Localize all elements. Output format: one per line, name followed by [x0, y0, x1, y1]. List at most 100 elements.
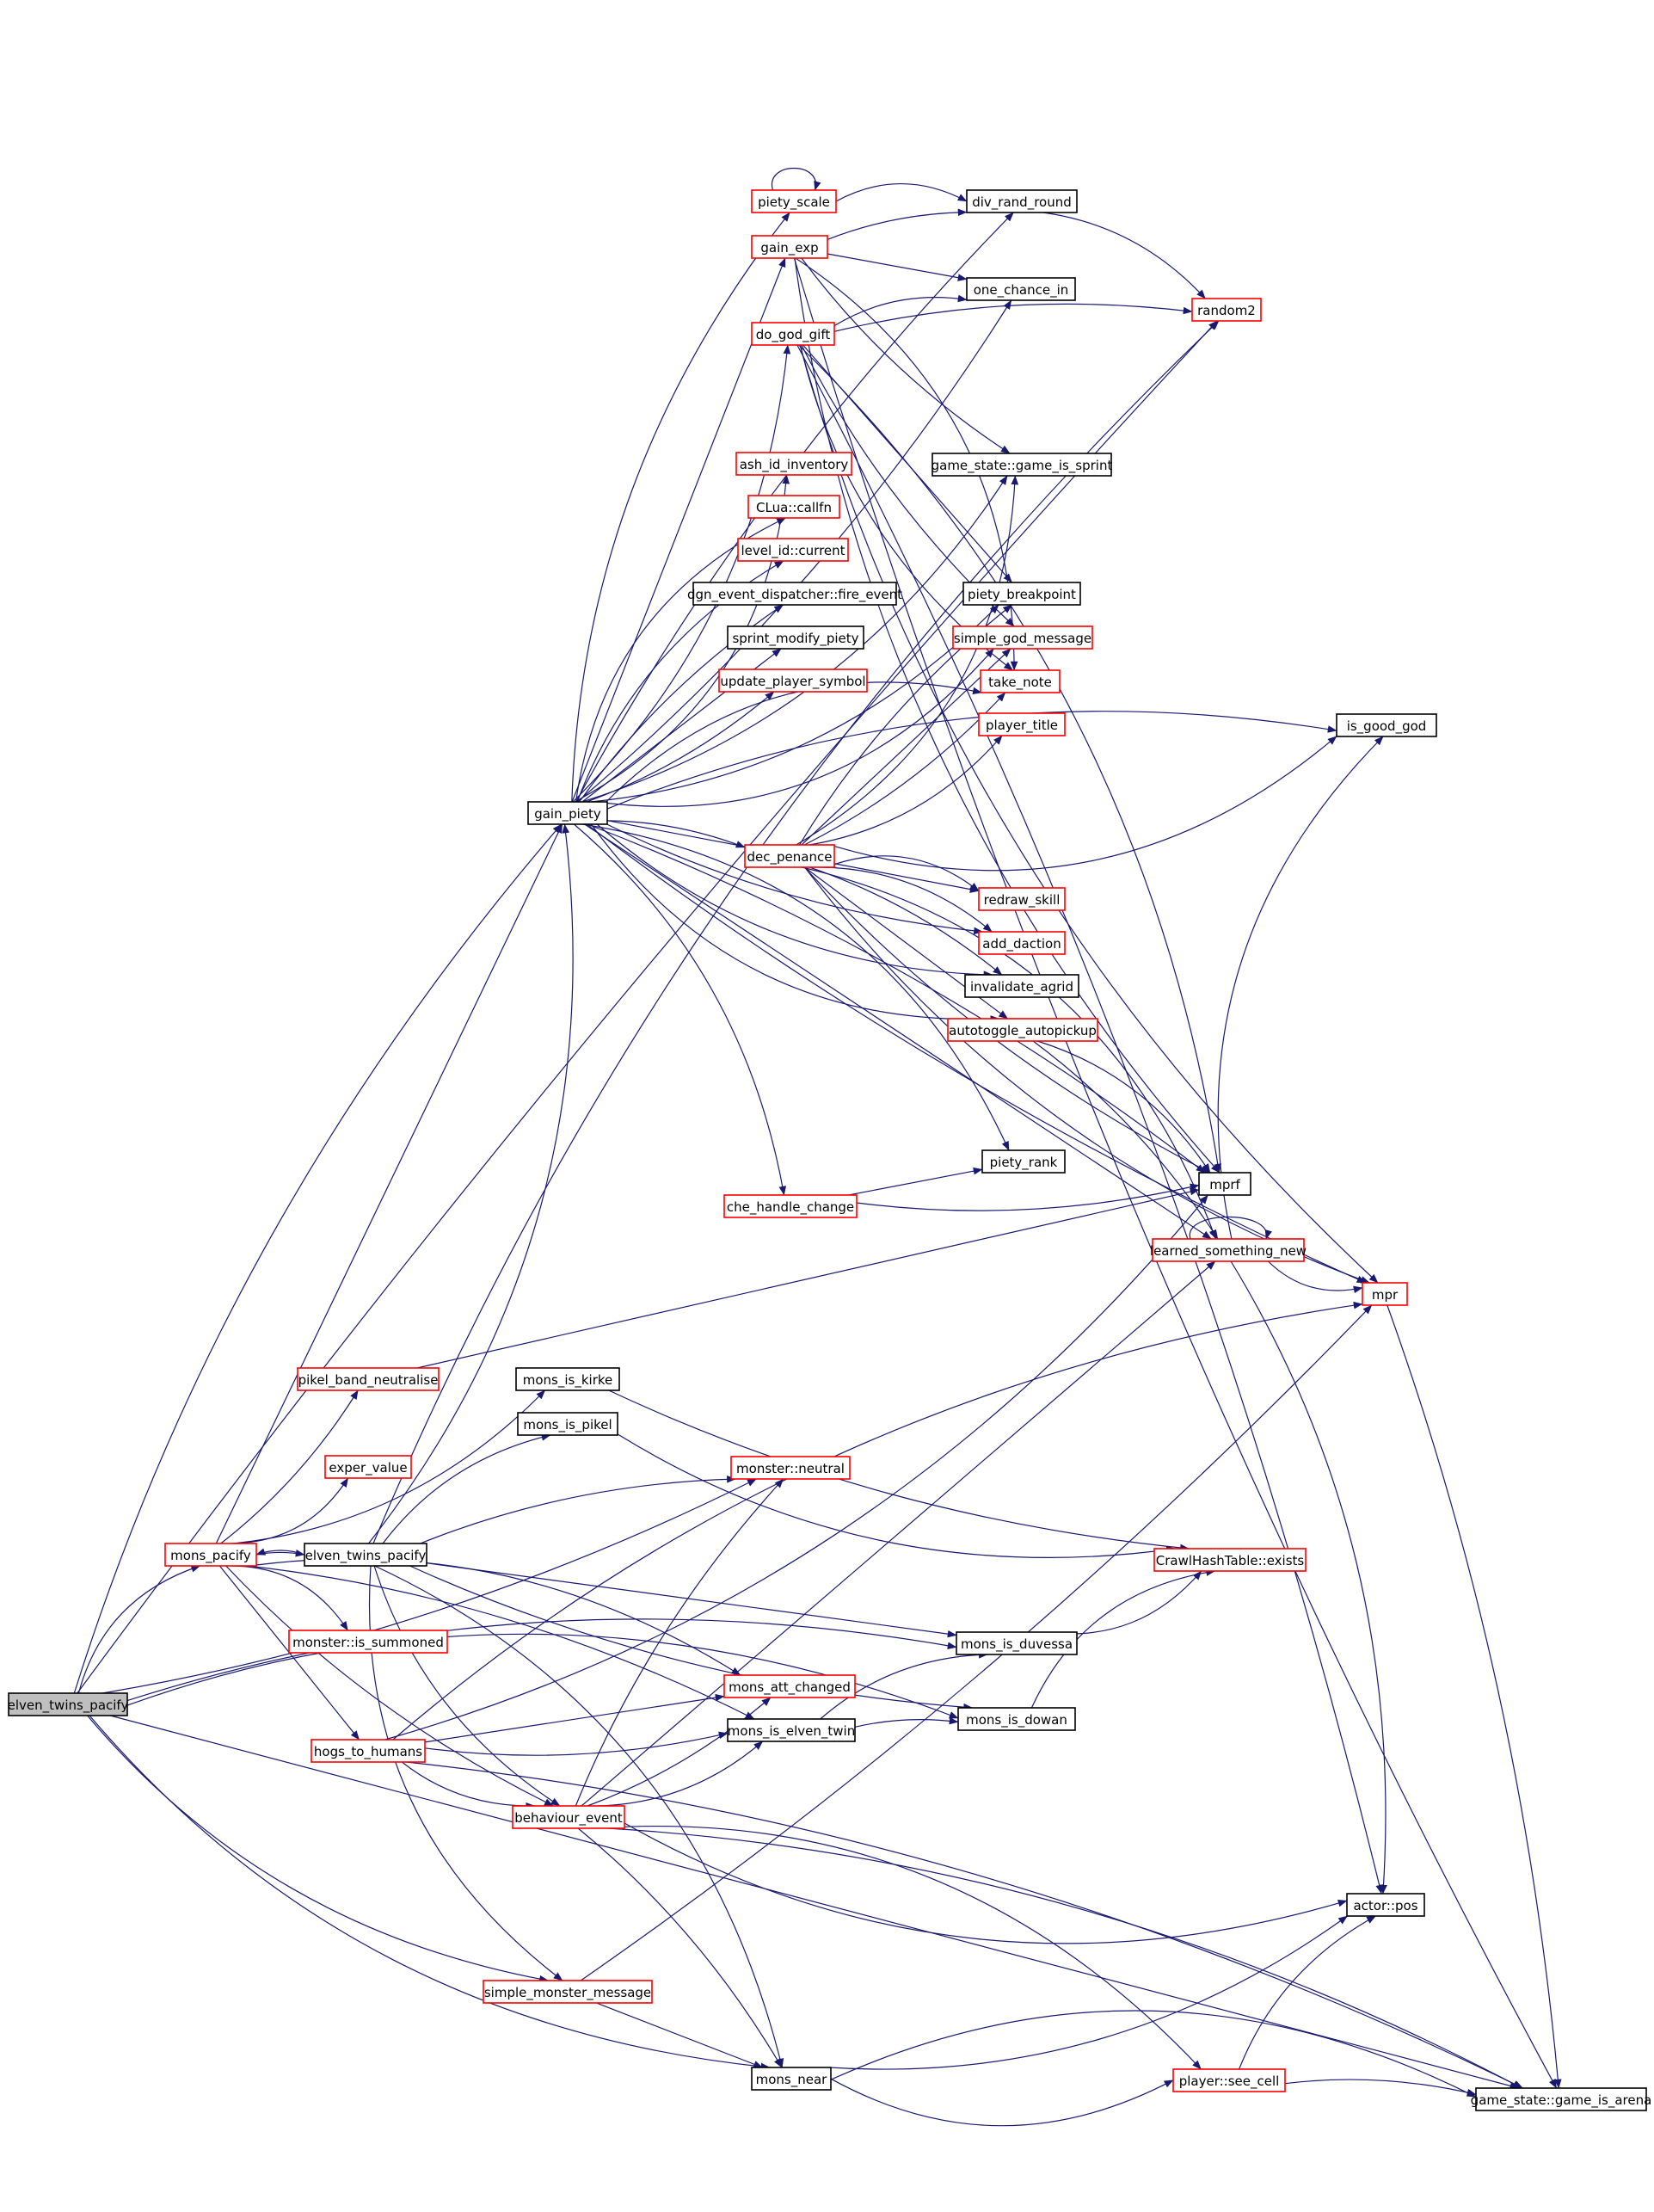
node-box	[964, 974, 1079, 998]
edge-dec_penance-to-take_note	[803, 692, 1006, 846]
node-label: mons_near	[756, 2072, 828, 2088]
node-learned-something-new[interactable]: learned_something_new	[1150, 1238, 1307, 1262]
node-box	[1153, 1548, 1307, 1572]
node-dgn-fire-event[interactable]: dgn_event_dispatcher::fire_event	[687, 582, 902, 606]
node-sprint-modify-piety[interactable]: sprint_modify_piety	[727, 625, 864, 650]
node-elven-twins-pacify[interactable]: elven_twins_pacify	[304, 1543, 427, 1567]
node-mons-is-dowan[interactable]: mons_is_dowan	[957, 1707, 1076, 1731]
node-box	[527, 801, 608, 825]
edge-gain_piety-to-one_chance_in	[576, 299, 1012, 803]
edge-gain_piety-to-simple_god_message	[596, 648, 994, 807]
node-label: piety_rank	[990, 1155, 1058, 1171]
node-ash-id-inventory[interactable]: ash_id_inventory	[735, 452, 852, 476]
node-take-note[interactable]: take_note	[980, 669, 1061, 693]
edge-autotoggle_autopickup-to-learned_something_new	[1032, 1040, 1219, 1240]
node-label: one_chance_in	[974, 282, 1069, 299]
node-is-good-god[interactable]: is_good_god	[1336, 713, 1437, 737]
edge-pikel_band_neutralise-to-mprf	[416, 1187, 1200, 1369]
node-piety-breakpoint[interactable]: piety_breakpoint	[962, 582, 1081, 606]
node-mons-is-duvessa[interactable]: mons_is_duvessa	[956, 1631, 1078, 1655]
node-gain-piety[interactable]: gain_piety	[527, 801, 608, 825]
node-elven-twins-pacify-root[interactable]: elven_twins_pacify	[8, 1692, 129, 1716]
edge-dec_penance-to-player_title	[809, 735, 1003, 846]
node-actor-pos[interactable]: actor::pos	[1346, 1893, 1425, 1917]
node-box	[8, 1692, 128, 1716]
node-gain-exp[interactable]: gain_exp	[751, 235, 828, 259]
node-box	[751, 235, 828, 259]
node-label: mons_is_kirke	[523, 1372, 613, 1389]
node-div-rand-round[interactable]: div_rand_round	[966, 189, 1078, 213]
node-player-see-cell[interactable]: player::see_cell	[1172, 2068, 1286, 2092]
node-mons-att-changed[interactable]: mons_att_changed	[723, 1674, 856, 1698]
node-pikel-band-neutralise[interactable]: pikel_band_neutralise	[297, 1367, 440, 1391]
edge-gain_piety-to-add_daction	[606, 823, 984, 935]
node-mons-is-pikel[interactable]: mons_is_pikel	[517, 1412, 618, 1436]
node-label: monster::neutral	[736, 1461, 845, 1476]
node-mons-near[interactable]: mons_near	[751, 2067, 832, 2091]
node-mons-is-elven-twin[interactable]: mons_is_elven_twin	[727, 1718, 856, 1742]
node-mpr[interactable]: mpr	[1362, 1282, 1408, 1306]
node-box	[978, 887, 1066, 911]
node-random2[interactable]: random2	[1191, 298, 1262, 322]
node-label: redraw_skill	[984, 892, 1061, 909]
node-player-title[interactable]: player_title	[978, 712, 1066, 736]
node-hogs-to-humans[interactable]: hogs_to_humans	[311, 1739, 426, 1763]
node-label: game_state::game_is_sprint	[932, 458, 1113, 474]
edge-do_god_gift-to-random2	[833, 303, 1193, 332]
edge-mons_is_elven_twin-to-mons_is_dowan	[854, 1716, 959, 1728]
node-game-is-sprint[interactable]: game_state::game_is_sprint	[932, 453, 1113, 477]
node-crawl-hash-exists[interactable]: CrawlHashTable::exists	[1153, 1548, 1307, 1572]
node-box	[288, 1630, 448, 1654]
node-mons-pacify[interactable]: mons_pacify	[164, 1543, 257, 1567]
node-exper-value[interactable]: exper_value	[324, 1455, 412, 1479]
edge-elven_twins_pacify-to-mons_is_pikel	[382, 1433, 551, 1544]
node-box	[483, 1980, 653, 2004]
node-piety-scale[interactable]: piety_scale	[751, 189, 837, 213]
node-redraw-skill[interactable]: redraw_skill	[978, 887, 1066, 911]
node-one-chance-in[interactable]: one_chance_in	[966, 277, 1076, 301]
node-monster-is-summoned[interactable]: monster::is_summoned	[288, 1630, 448, 1654]
node-clua-callfn[interactable]: CLua::callfn	[747, 495, 840, 519]
node-game-is-arena[interactable]: game_state::game_is_arena	[1471, 2087, 1652, 2111]
node-mons-is-kirke[interactable]: mons_is_kirke	[515, 1367, 620, 1391]
node-box	[737, 538, 849, 562]
node-do-god-gift[interactable]: do_god_gift	[751, 322, 835, 346]
node-dec-penance[interactable]: dec_penance	[744, 844, 835, 868]
node-label: mons_is_duvessa	[961, 1636, 1073, 1653]
edge-gain_exp-to-div_rand_round	[827, 208, 968, 240]
edge-mons_pacify-to-mons_is_elven_twin	[247, 1565, 755, 1720]
node-simple-monster-message[interactable]: simple_monster_message	[483, 1980, 653, 2004]
node-piety-rank[interactable]: piety_rank	[981, 1149, 1066, 1174]
node-box	[297, 1367, 440, 1391]
edge-dec_penance-to-autotoggle_autopickup	[804, 866, 1009, 1020]
edge-elven_twins_pacify_root-to-monster_neutral	[101, 1478, 757, 1694]
node-add-daction[interactable]: add_daction	[978, 931, 1066, 955]
node-simple-god-message[interactable]: simple_god_message	[952, 625, 1093, 650]
edge-learned_something_new-to-is_good_god	[1217, 736, 1384, 1240]
node-level-id-current[interactable]: level_id::current	[737, 538, 849, 562]
edge-mons_pacify-to-mons_is_kirke	[233, 1389, 546, 1544]
edge-behaviour_event-to-player_see_cell	[596, 1826, 1202, 2070]
node-label: CLua::callfn	[756, 500, 832, 515]
node-label: CrawlHashTable::exists	[1156, 1553, 1305, 1568]
edge-mpr-to-game_is_arena	[1387, 1304, 1562, 2089]
edge-mons_is_dowan-to-crawl_hash_exists	[1030, 1568, 1216, 1709]
edge-behaviour_event-to-mons_is_elven_twin	[597, 1741, 764, 1807]
node-label: add_daction	[982, 936, 1061, 952]
node-label: autotoggle_autopickup	[949, 1023, 1097, 1039]
node-behaviour-event[interactable]: behaviour_event	[512, 1805, 625, 1829]
node-update-player-symbol[interactable]: update_player_symbol	[718, 669, 868, 693]
edge-gain_piety-to-dec_penance	[606, 820, 746, 848]
node-label: level_id::current	[741, 543, 845, 559]
node-invalidate-agrid[interactable]: invalidate_agrid	[964, 974, 1079, 998]
node-che-handle-change[interactable]: che_handle_change	[723, 1194, 858, 1218]
node-monster-neutral[interactable]: monster::neutral	[730, 1456, 851, 1480]
node-label: monster::is_summoned	[292, 1635, 444, 1651]
node-label: elven_twins_pacify	[305, 1548, 427, 1564]
edge-elven_twins_pacify-to-behaviour_event	[373, 1565, 561, 1807]
node-mprf[interactable]: mprf	[1198, 1172, 1251, 1196]
edge-gain_piety-to-take_note	[606, 681, 982, 803]
edge-dec_penance-to-mpr	[804, 866, 1370, 1284]
node-autotoggle-autopickup[interactable]: autotoggle_autopickup	[947, 1018, 1098, 1042]
